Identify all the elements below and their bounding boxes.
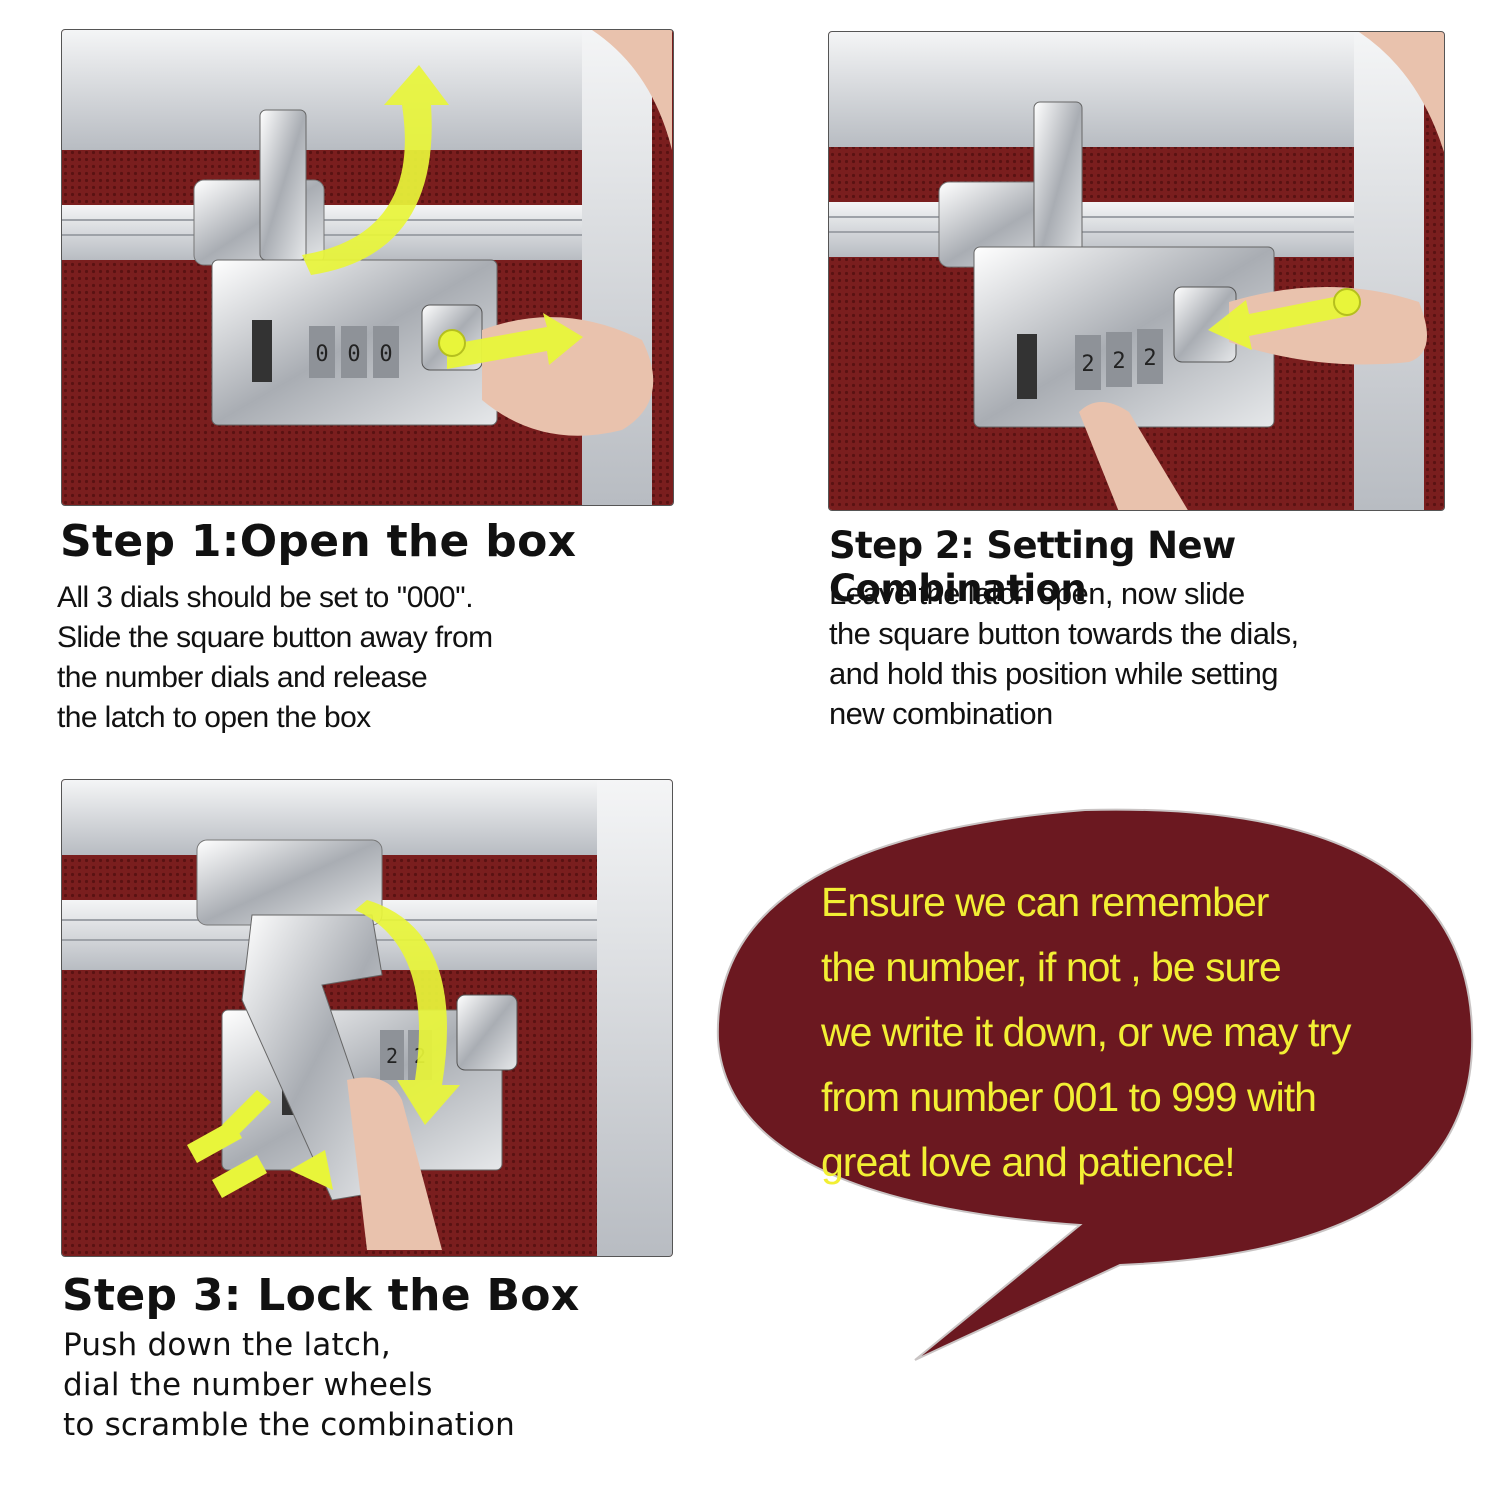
step-3-title: Step 3: Lock the Box xyxy=(62,1270,580,1321)
reminder-line: Ensure we can remember xyxy=(821,879,1269,925)
step-3-line: Push down the latch, xyxy=(63,1327,391,1363)
click-burst-icon xyxy=(212,1155,267,1198)
step-2-dial: 2 xyxy=(1075,335,1101,390)
step-2-illustration: 2 2 2 xyxy=(829,32,1444,510)
click-burst-icon xyxy=(290,1150,333,1190)
lift-arrow-icon xyxy=(302,65,449,275)
reminder-line: we write it down, or we may try xyxy=(821,1009,1351,1055)
step-2-line: new combination xyxy=(829,696,1053,731)
slide-away-arrow-icon xyxy=(447,313,583,369)
step-2-photo: 2 2 2 xyxy=(828,31,1445,511)
step-1-dial-digit: 0 xyxy=(379,342,392,367)
reminder-line: great love and patience! xyxy=(821,1139,1236,1185)
step-2-line: and hold this position while setting xyxy=(829,656,1278,691)
reminder-speech-bubble xyxy=(700,780,1480,1400)
step-1-dial-digit: 0 xyxy=(315,342,328,367)
step-2-dial-digit: 2 xyxy=(1081,352,1094,377)
click-burst-icon xyxy=(187,1120,242,1163)
step-2-title: Step 2: Setting New Combination xyxy=(829,524,1236,610)
step-1-dial: 0 xyxy=(373,326,399,378)
step-1-illustration: 0 0 0 xyxy=(62,30,673,505)
step-2-line: the square button towards the dials, xyxy=(829,616,1299,651)
step-1-dial: 0 xyxy=(309,326,335,378)
step-1-line: the number dials and release xyxy=(57,661,428,694)
step-3-dial: 2 xyxy=(380,1030,404,1080)
push-down-arrow-icon xyxy=(355,900,460,1125)
step-1-dial-digit: 0 xyxy=(347,342,360,367)
step-3-instructions: Push down the latch, dial the number whe… xyxy=(63,1325,515,1445)
step-2-line: Leave the latch open, now slide xyxy=(829,576,1245,611)
step-2-dial: 2 xyxy=(1137,329,1163,384)
step-2-dial-digit: 2 xyxy=(1143,346,1156,371)
reminder-note: Ensure we can remember the number, if no… xyxy=(821,870,1351,1195)
step-3-illustration: 2 2 xyxy=(62,780,672,1256)
step-2-instructions: Leave the latch open, now slide the squa… xyxy=(829,574,1299,734)
step-3-line: to scramble the combination xyxy=(63,1407,515,1443)
step-3-line: dial the number wheels xyxy=(63,1367,433,1403)
speech-bubble-shape xyxy=(716,808,1474,1361)
click-burst-icon xyxy=(222,1090,271,1137)
step-1-title: Step 1:Open the box xyxy=(60,516,577,567)
step-2-dial-digit: 2 xyxy=(1112,349,1125,374)
slide-towards-arrow-icon xyxy=(1208,294,1349,350)
reminder-line: the number, if not , be sure xyxy=(821,944,1282,990)
step-2-dial: 2 xyxy=(1106,332,1132,387)
step-3-photo: 2 2 xyxy=(61,779,673,1257)
step-1-instructions: All 3 dials should be set to ''000''. Sl… xyxy=(57,578,493,738)
step-1-line: the latch to open the box xyxy=(57,701,371,734)
reminder-line: from number 001 to 999 with xyxy=(821,1074,1317,1120)
step-1-line: All 3 dials should be set to ''000''. xyxy=(57,581,474,614)
step-3-dial-digit: 2 xyxy=(386,1044,398,1068)
step-1-photo: 0 0 0 xyxy=(61,29,674,506)
step-1-dial: 0 xyxy=(341,326,367,378)
step-1-line: Slide the square button away from xyxy=(57,621,493,654)
